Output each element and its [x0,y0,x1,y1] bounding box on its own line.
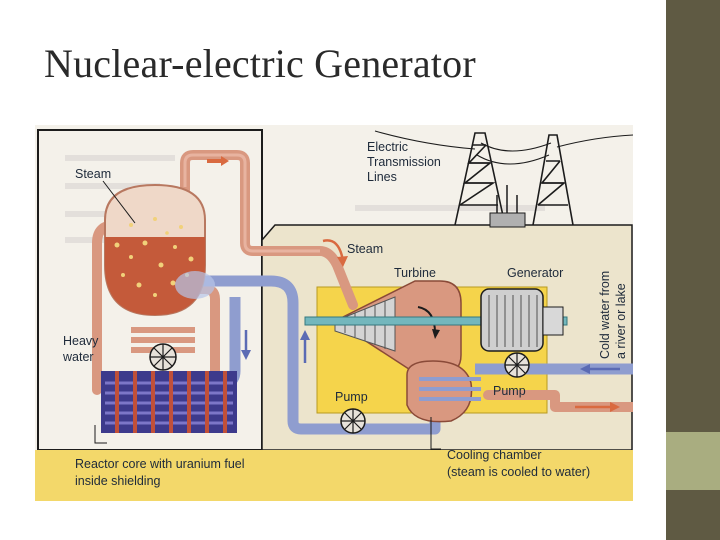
label-cold-water-line-1: Cold water from [598,271,612,359]
label-transmission-line-3: Lines [367,170,397,184]
cooling-pump [505,353,529,377]
label-cooling-chamber-line-1: Cooling chamber [447,448,542,462]
label-heavy-water-line-1: Heavy [63,334,99,348]
label-pump-left: Pump [335,390,368,404]
label-steam-vessel: Steam [75,167,111,181]
slide-title: Nuclear-electric Generator [44,40,476,87]
feedwater-pump [341,409,365,433]
label-cold-water-line-2: a river or lake [614,283,628,359]
reactor-core [101,371,237,433]
nuclear-generator-diagram: Steam Electric Transmission Lines Steam … [35,125,633,501]
label-heavy-water-line-2: water [62,350,94,364]
label-cooling-chamber-line-2: (steam is cooled to water) [447,465,590,479]
side-accent [666,432,720,490]
label-transmission-line-2: Transmission [367,155,441,169]
label-steam-turbine: Steam [347,242,383,256]
label-transmission-line-1: Electric [367,140,408,154]
heavy-water-pump [150,344,176,370]
label-pump-right: Pump [493,384,526,398]
label-turbine: Turbine [394,266,436,280]
label-reactor-core-line-2: inside shielding [75,474,161,488]
label-generator: Generator [507,266,563,280]
label-reactor-core-line-1: Reactor core with uranium fuel [75,457,245,471]
